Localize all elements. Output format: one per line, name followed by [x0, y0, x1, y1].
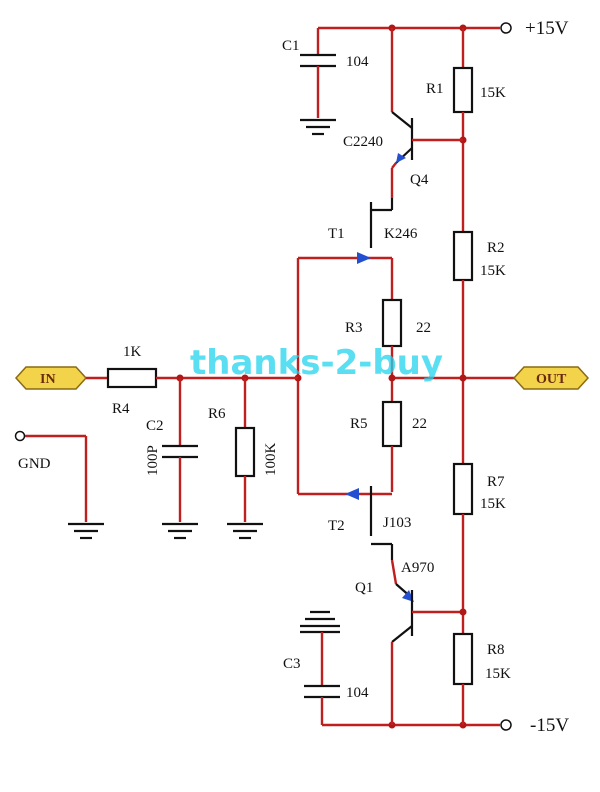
r8-value: 15K [485, 666, 511, 682]
t2-ref: T2 [328, 518, 345, 534]
t1-part: K246 [384, 226, 418, 242]
gnd-label: GND [18, 456, 51, 472]
r3-value: 22 [416, 320, 431, 336]
c1-ref: C1 [282, 38, 300, 54]
positive-supply-label: +15V [525, 18, 569, 39]
negative-supply-label: -15V [530, 715, 569, 736]
capacitor-c3: C3 104 [283, 610, 369, 725]
ground-terminal: GND [14, 430, 104, 540]
c2-ref: C2 [146, 418, 164, 434]
jfet-t1: T1 K246 [298, 198, 418, 300]
r7-value: 15K [480, 496, 506, 512]
output-node: OUT [388, 366, 590, 390]
r1-value: 15K [480, 85, 506, 101]
r7-ref: R7 [487, 474, 505, 490]
resistor-r4 [106, 367, 158, 389]
resistor-r1: R1 15K [426, 28, 506, 232]
capacitor-c1: C1 104 [282, 28, 369, 136]
capacitor-c2: C2 100P [145, 378, 198, 540]
resistor-r2: R2 15K [452, 230, 506, 464]
r5-value: 22 [412, 416, 427, 432]
q4-part: C2240 [343, 134, 383, 150]
r8-ref: R8 [487, 642, 505, 658]
r6-value: 100K [263, 443, 279, 477]
input-section: IN 1K R4 [14, 344, 298, 417]
resistor-r5: R5 22 [350, 400, 427, 492]
q4-ref: Q4 [410, 172, 429, 188]
transistor-q1: Q1 A970 [355, 559, 463, 725]
resistor-r6: R6 100K [208, 378, 279, 540]
resistor-r7: R7 15K [452, 462, 506, 634]
jfet-t2: T2 J103 [298, 486, 411, 560]
c2-value: 100P [145, 445, 161, 476]
transistor-q4: C2240 Q4 [343, 28, 463, 198]
r4-value: 1K [123, 344, 142, 360]
c3-value: 104 [346, 685, 369, 701]
r3-ref: R3 [345, 320, 363, 336]
r2-ref: R2 [487, 240, 505, 256]
positive-rail: +15V [318, 18, 569, 39]
negative-rail: -15V [322, 715, 569, 736]
resistor-r3: R3 22 [345, 298, 431, 402]
out-port [512, 366, 590, 390]
c1-value: 104 [346, 54, 369, 70]
in-port-label: IN [40, 372, 56, 387]
watermark: thanks-2-buy [190, 343, 443, 383]
t1-ref: T1 [328, 226, 345, 242]
r5-ref: R5 [350, 416, 368, 432]
c3-ref: C3 [283, 656, 301, 672]
q1-part: A970 [401, 560, 434, 576]
out-port-label: OUT [536, 372, 567, 387]
r6-ref: R6 [208, 406, 226, 422]
r1-ref: R1 [426, 81, 444, 97]
r2-value: 15K [480, 263, 506, 279]
q1-ref: Q1 [355, 580, 373, 596]
resistor-r8: R8 15K [452, 632, 511, 725]
t2-part: J103 [383, 515, 411, 531]
r4-ref: R4 [112, 401, 130, 417]
